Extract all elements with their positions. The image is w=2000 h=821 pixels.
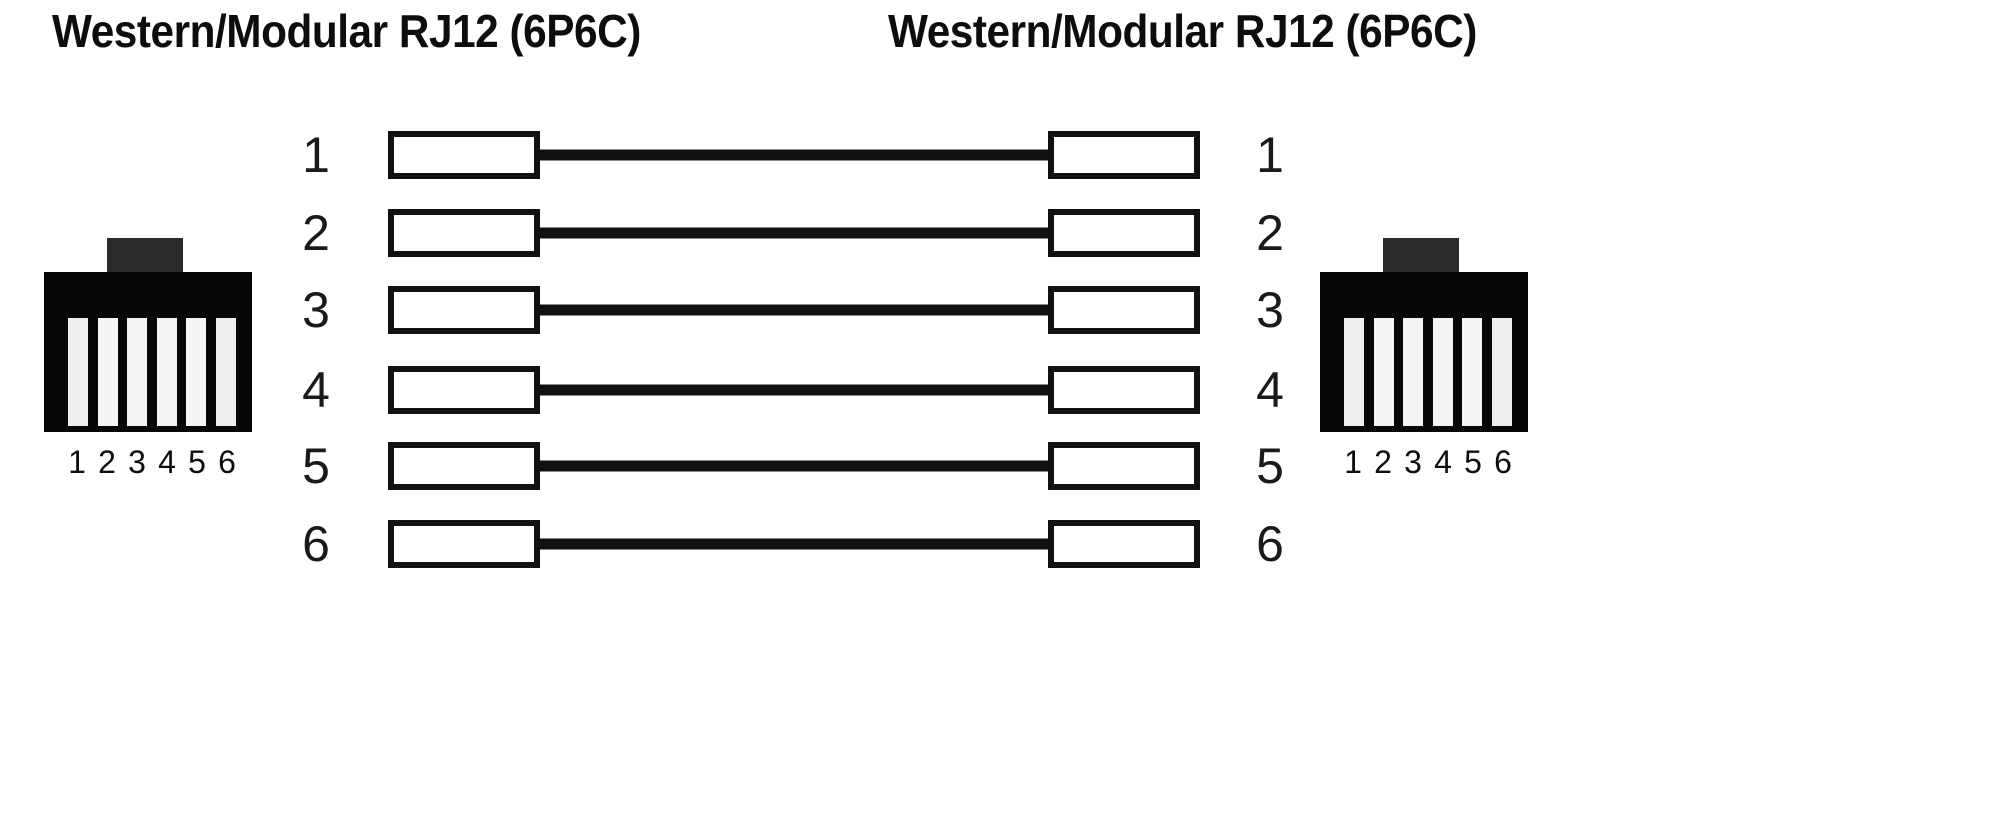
rj12-pin-slot-6: [1491, 318, 1512, 426]
row-right-pin-number: 5: [1256, 438, 1284, 494]
left-connector-pin-number-labels: 1 2 3 4 5 6: [66, 446, 238, 478]
rj12-latch-tab-icon: [1383, 238, 1459, 274]
right-connector-pin-label-6: 6: [1494, 444, 1512, 480]
pin-row: 3 3: [0, 272, 2000, 348]
rj12-pin-slot-3: [127, 318, 148, 426]
left-connector-pin-label-3: 3: [128, 444, 146, 480]
row-left-pin-number: 5: [302, 438, 330, 494]
row-right-pin-block: [1048, 520, 1200, 568]
left-connector-pin-label-4: 4: [158, 444, 176, 480]
row-left-pin-number: 3: [302, 282, 330, 338]
row-left-pin-block: [388, 520, 540, 568]
row-left-pin-number: 6: [302, 516, 330, 572]
right-connector-pin-label-5: 5: [1464, 444, 1482, 480]
rj12-latch-tab-icon: [107, 238, 183, 274]
right-connector-pin-number-labels: 1 2 3 4 5 6: [1342, 446, 1514, 478]
right-connector-pin-label-2: 2: [1374, 444, 1392, 480]
row-right-pin-block: [1048, 131, 1200, 179]
left-connector-pin-label-2: 2: [98, 444, 116, 480]
rj12-pin-slot-1: [68, 318, 88, 426]
row-wire: [538, 384, 1050, 396]
right-connector-pin-label-3: 3: [1404, 444, 1422, 480]
rj12-pin-slot-2: [1373, 318, 1394, 426]
right-connector-title: Western/Modular RJ12 (6P6C): [888, 5, 1477, 57]
row-left-pin-number: 4: [302, 362, 330, 418]
row-right-pin-number: 3: [1256, 282, 1284, 338]
row-left-pin-block: [388, 366, 540, 414]
rj12-pin-slot-5: [186, 318, 207, 426]
row-left-pin-block: [388, 286, 540, 334]
rj12-pin-slot-1: [1344, 318, 1364, 426]
row-wire: [538, 149, 1050, 161]
rj12-pin-slot-5: [1462, 318, 1483, 426]
left-connector-title: Western/Modular RJ12 (6P6C): [52, 5, 641, 57]
pin-row: 1 1: [0, 117, 2000, 193]
pin-row: 2 2: [0, 195, 2000, 271]
row-wire: [538, 460, 1050, 472]
row-right-pin-block: [1048, 442, 1200, 490]
rj12-pin-slots: [1344, 318, 1512, 426]
row-wire: [538, 227, 1050, 239]
row-left-pin-block: [388, 209, 540, 257]
rj12-pin-slot-4: [156, 318, 177, 426]
right-connector-pin-label-4: 4: [1434, 444, 1452, 480]
pin-row: 5 5: [0, 428, 2000, 504]
row-right-pin-block: [1048, 209, 1200, 257]
rj12-pin-slots: [68, 318, 236, 426]
row-right-pin-number: 1: [1256, 127, 1284, 183]
row-left-pin-number: 1: [302, 127, 330, 183]
rj12-pin-slot-4: [1432, 318, 1453, 426]
row-right-pin-block: [1048, 366, 1200, 414]
row-right-pin-block: [1048, 286, 1200, 334]
rj12-pin-slot-2: [97, 318, 118, 426]
rj12-pin-slot-3: [1403, 318, 1424, 426]
left-connector-pin-label-6: 6: [218, 444, 236, 480]
rj12-pin-slot-6: [215, 318, 236, 426]
pin-row: 4 4: [0, 352, 2000, 428]
row-right-pin-number: 6: [1256, 516, 1284, 572]
row-left-pin-block: [388, 442, 540, 490]
row-wire: [538, 538, 1050, 550]
row-left-pin-number: 2: [302, 205, 330, 261]
pin-row: 6 6: [0, 506, 2000, 582]
left-connector-pin-label-1: 1: [68, 444, 86, 480]
row-left-pin-block: [388, 131, 540, 179]
row-right-pin-number: 2: [1256, 205, 1284, 261]
left-connector-pin-label-5: 5: [188, 444, 206, 480]
right-connector-pin-label-1: 1: [1344, 444, 1362, 480]
row-right-pin-number: 4: [1256, 362, 1284, 418]
row-wire: [538, 304, 1050, 316]
